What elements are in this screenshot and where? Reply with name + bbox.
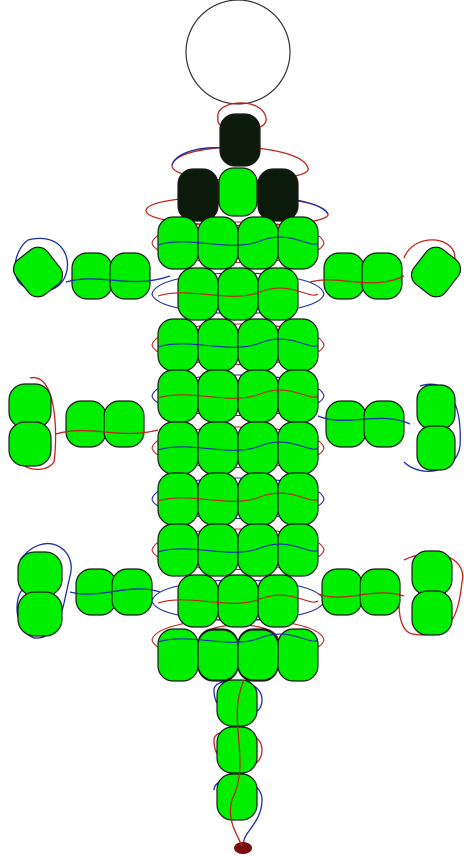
leg-toe-bead — [18, 592, 62, 636]
body-bead — [278, 422, 318, 474]
body-bead — [278, 217, 318, 269]
body-bead — [238, 630, 278, 680]
bead-grid — [9, 114, 464, 854]
leg-toe-bead — [407, 242, 464, 301]
leg-toe-bead — [417, 385, 455, 429]
leg-bead — [72, 253, 112, 299]
leg-toe-bead — [417, 426, 455, 470]
leg-toe-bead — [18, 552, 62, 596]
body-bead — [238, 422, 278, 474]
body-bead — [238, 319, 278, 371]
leg-toe-bead — [412, 591, 452, 635]
body-bead — [278, 319, 318, 371]
body-bead — [158, 629, 198, 681]
leg-toe-bead — [9, 242, 68, 301]
leg-toe-bead — [9, 422, 51, 466]
head-bead — [219, 168, 257, 216]
body-bead — [238, 217, 278, 269]
key-ring — [186, 0, 290, 104]
leg-bead — [360, 569, 400, 615]
body-bead — [238, 524, 278, 576]
leg-bead — [364, 401, 404, 447]
eye-bead — [258, 169, 298, 221]
body-bead — [258, 268, 298, 320]
eye-bead — [220, 114, 260, 166]
leg-bead — [110, 253, 150, 299]
body-bead — [258, 575, 298, 627]
body-bead — [238, 370, 278, 422]
leg-toe-bead — [412, 551, 452, 595]
body-bead — [238, 473, 278, 525]
body-bead — [278, 473, 318, 525]
leg-bead — [104, 401, 144, 447]
eye-bead — [178, 169, 218, 221]
tail-bead — [217, 727, 257, 773]
body-bead — [198, 630, 238, 680]
leg-bead — [362, 253, 402, 299]
leg-bead — [324, 253, 364, 299]
leg-bead — [322, 569, 362, 615]
body-bead — [278, 524, 318, 576]
leg-bead — [326, 401, 366, 447]
leg-bead — [112, 569, 152, 615]
body-bead — [278, 370, 318, 422]
tail-end-bead — [234, 842, 252, 854]
leg-bead — [66, 401, 106, 447]
tail-bead — [217, 774, 257, 820]
